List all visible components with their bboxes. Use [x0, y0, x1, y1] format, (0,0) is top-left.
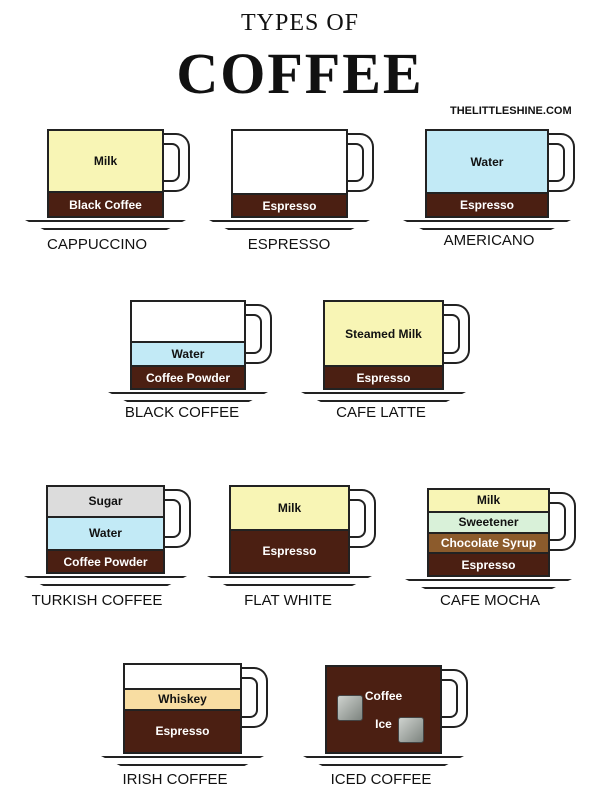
- flat-white-cup-handle: [346, 489, 376, 548]
- espresso-layer: Espresso: [233, 193, 346, 216]
- americano-cup-handle: [545, 133, 575, 192]
- cappuccino-cup-handle: [160, 133, 190, 192]
- black-coffee-layer: Coffee Powder: [132, 365, 244, 389]
- irish-coffee-layer: [125, 665, 240, 688]
- title-line-1: TYPES OF: [240, 10, 360, 36]
- espresso-label: ESPRESSO: [247, 236, 331, 253]
- turkish-coffee-layer: Coffee Powder: [48, 549, 163, 573]
- irish-coffee-layer: Whiskey: [125, 687, 240, 709]
- iced-coffee-cup: Coffee Ice: [325, 665, 442, 754]
- cafe-latte-layer: Espresso: [325, 365, 442, 388]
- cafe-mocha-layer: Espresso: [429, 552, 548, 575]
- irish-coffee-saucer: [101, 756, 264, 766]
- black-coffee-saucer: [108, 392, 268, 402]
- espresso-layer: [233, 131, 346, 194]
- black-coffee-layer: [132, 302, 244, 342]
- iced-coffee-cup-handle: [438, 669, 468, 728]
- flat-white-saucer: [207, 576, 372, 586]
- turkish-coffee-layer: Water: [48, 515, 163, 550]
- cafe-latte-cup-handle: [440, 304, 470, 364]
- website-credit: THELITTLESHINE.COM: [450, 105, 572, 117]
- cafe-mocha-saucer: [405, 579, 572, 589]
- irish-coffee-label: IRISH COFFEE: [122, 771, 228, 788]
- ice-cube-icon: [337, 695, 363, 721]
- black-coffee-layer: Water: [132, 341, 244, 366]
- turkish-coffee-label: TURKISH COFFEE: [31, 592, 163, 609]
- cafe-mocha-layer: Sweetener: [429, 510, 548, 532]
- iced-coffee-label: ICED COFFEE: [330, 771, 432, 788]
- black-coffee-cup-handle: [242, 304, 272, 364]
- americano-layer: Water: [427, 131, 547, 193]
- cafe-mocha-label: CAFE MOCHA: [439, 592, 541, 609]
- cappuccino-label: CAPPUCCINO: [46, 236, 148, 253]
- americano-layer: Espresso: [427, 192, 547, 216]
- black-coffee-label: BLACK COFFEE: [124, 404, 240, 421]
- flat-white-layer: Milk: [231, 487, 348, 529]
- title-line-2: COFFEE: [176, 41, 424, 106]
- cappuccino-saucer: [25, 220, 186, 230]
- espresso-cup: Espresso: [231, 129, 348, 218]
- cafe-latte-label: CAFE LATTE: [336, 404, 426, 421]
- cafe-mocha-cup-handle: [546, 492, 576, 551]
- cappuccino-layer: Milk: [49, 131, 162, 192]
- americano-saucer: [403, 220, 571, 230]
- turkish-coffee-layer: Sugar: [48, 487, 163, 516]
- cappuccino-layer: Black Coffee: [49, 191, 162, 216]
- iced-coffee-saucer: [303, 756, 464, 766]
- espresso-cup-handle: [344, 133, 374, 192]
- turkish-coffee-saucer: [24, 576, 187, 586]
- ice-cube-icon: [398, 717, 424, 743]
- flat-white-label: FLAT WHITE: [244, 592, 332, 609]
- flat-white-layer: Espresso: [231, 528, 348, 572]
- espresso-saucer: [209, 220, 370, 230]
- cafe-latte-layer: Steamed Milk: [325, 302, 442, 365]
- cafe-latte-saucer: [301, 392, 466, 402]
- irish-coffee-cup-handle: [238, 667, 268, 728]
- turkish-coffee-cup-handle: [161, 489, 191, 548]
- irish-coffee-layer: Espresso: [125, 708, 240, 752]
- cafe-mocha-layer: Milk: [429, 490, 548, 511]
- cafe-mocha-layer: Chocolate Syrup: [429, 531, 548, 553]
- americano-label: AMERICANO: [443, 232, 535, 249]
